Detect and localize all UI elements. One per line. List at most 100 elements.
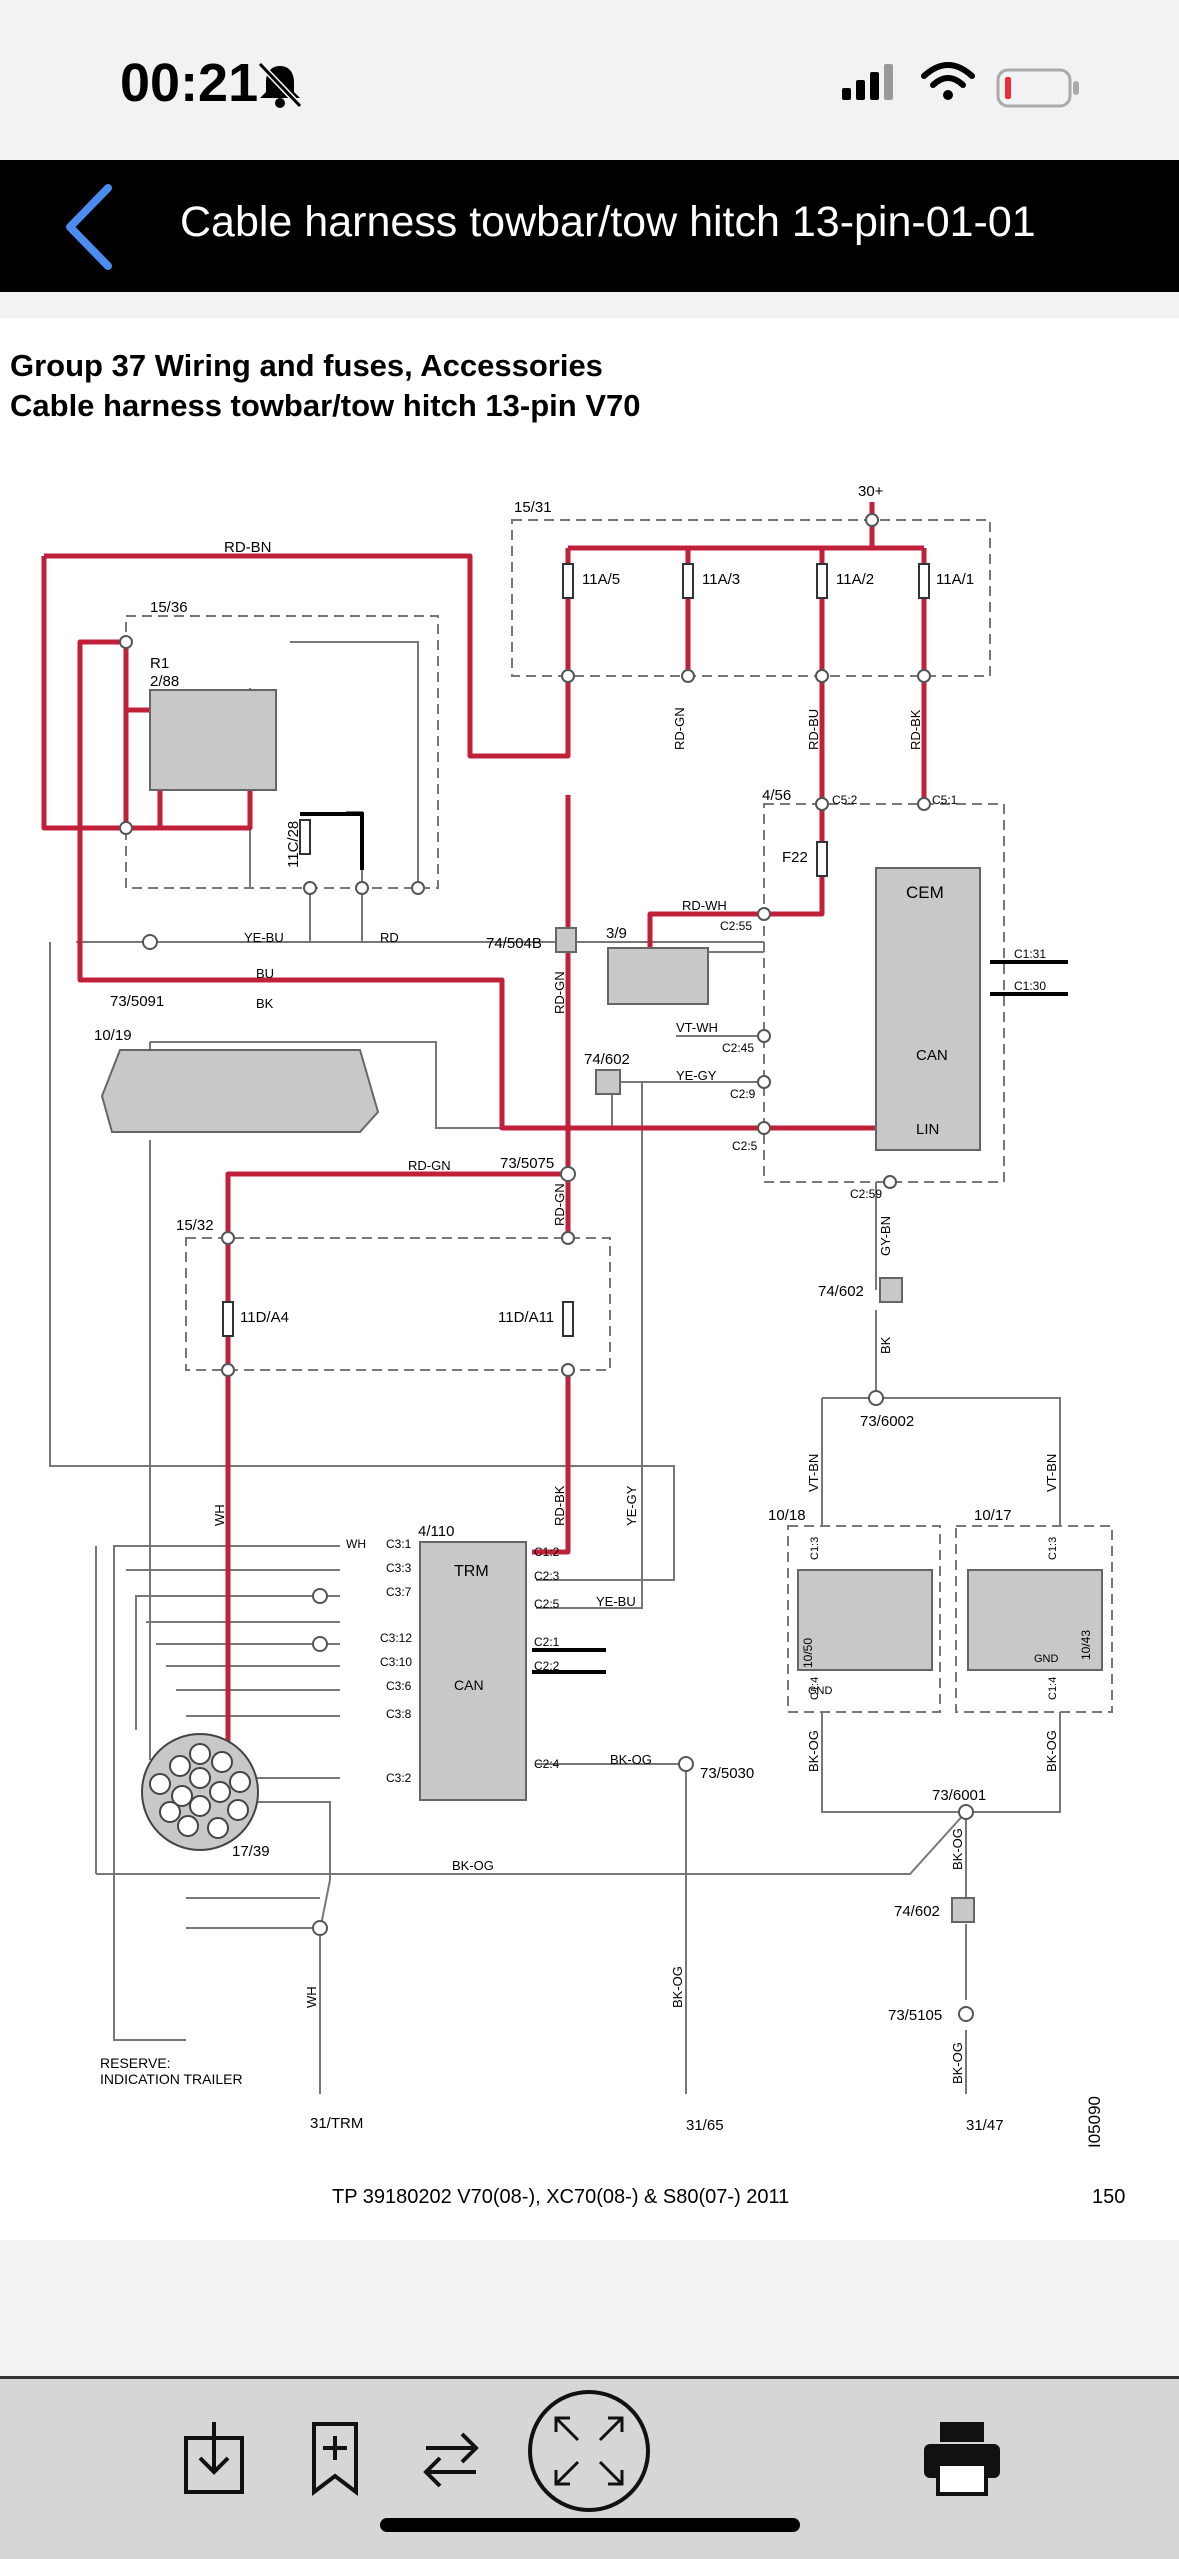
splice-label: 73/5105 [888,2007,942,2024]
wire-label: WH [346,1537,366,1551]
wire-label: BK-OG [950,2042,965,2084]
wire-label: RD-WH [682,898,727,913]
wire-label: YE-GY [676,1068,717,1083]
ground-label: 31/47 [966,2117,1004,2134]
wire-label: GY-BN [878,1216,893,1256]
fuse-label: 11D/A11 [498,1309,554,1326]
component-label: 74/602 [584,1051,630,1068]
module-label: TRM [454,1563,489,1580]
pin-label: C2:4 [534,1757,560,1771]
component-label: 10/50 [801,1638,815,1668]
pin-label: C5:1 [932,793,958,807]
swap-icon[interactable] [420,2428,482,2490]
pin-label: C3:2 [386,1771,412,1785]
component-label: 10/18 [768,1507,806,1524]
component-label: 17/39 [232,1843,270,1860]
wire-label: VT-BN [806,1454,821,1492]
wifi-icon [921,62,975,100]
pin-label: C3:1 [386,1537,412,1551]
pin-label: C2:55 [720,919,752,933]
figure-id: I05090 [1085,2096,1104,2148]
splice-label: 73/6001 [932,1787,986,1804]
wire-label: RD [380,930,399,945]
pin-label: C2:5 [732,1139,758,1153]
module-label: CAN [916,1047,948,1064]
component-label: 10/43 [1079,1630,1093,1660]
fuse-label: 11A/2 [836,571,874,588]
pin-label: C5:2 [832,793,858,807]
splice-label: 73/5030 [700,1765,754,1782]
pin-label: C2:2 [534,1659,560,1673]
component-label: 15/32 [176,1217,214,1234]
pin-label: C2:5 [534,1597,560,1611]
wire-label: RD-BK [908,709,923,750]
pin-label: C1:3 [1047,1537,1059,1560]
component-label: 74/504B [486,935,542,952]
ground-label: 31/65 [686,2117,724,2134]
wire-label: BK-OG [950,1828,965,1870]
wire-label: VT-BN [1044,1454,1059,1492]
component-label: 74/602 [894,1903,940,1920]
component-label: 4/110 [418,1523,454,1540]
wire-label: VT-WH [676,1020,718,1035]
supply-label: 30+ [858,483,884,500]
download-icon[interactable] [182,2418,248,2496]
fuse-label: F22 [782,849,808,866]
wire-label: BK [878,1336,893,1354]
wire-label: BK [256,996,274,1011]
wire-label: BK-OG [610,1752,652,1767]
component-label: 3/9 [606,925,627,942]
page-title: Cable harness towbar/tow hitch 13-pin-01… [180,198,1036,246]
component-label: 10/19 [94,1027,132,1044]
home-indicator[interactable] [380,2518,800,2532]
document-footer: TP 39180202 V70(08-), XC70(08-) & S80(07… [332,2186,790,2208]
navigation-bar [0,160,1179,292]
pin-label: C3:7 [386,1585,412,1599]
pin-label: C2:3 [534,1569,560,1583]
wire-label: RD-GN [552,1183,567,1226]
note-label: INDICATION TRAILER [100,2071,243,2087]
document-heading: Group 37 Wiring and fuses, Accessories C… [10,346,640,426]
print-icon[interactable] [922,2420,1002,2496]
pin-label: C1:3 [809,1537,821,1560]
fuse-label: 11A/5 [582,571,620,588]
pin-label: C3:6 [386,1679,412,1693]
signal-icon [842,64,893,100]
pin-label: C2:45 [722,1041,754,1055]
bell-muted-icon [257,61,303,109]
splice-label: 73/5091 [110,993,164,1010]
pin-label: C3:3 [386,1561,412,1575]
bookmark-icon[interactable] [310,2420,360,2496]
heading-line-2: Cable harness towbar/tow hitch 13-pin V7… [10,388,641,423]
splice-label: 73/5075 [500,1155,554,1172]
component-label: R1 [150,655,169,672]
component-label: GND [808,1685,833,1697]
pin-label: C1:2 [534,1545,560,1559]
fuse-label: 11A/1 [936,571,974,588]
fullscreen-icon[interactable] [526,2388,652,2514]
pin-label: C3:10 [380,1655,412,1669]
wire-label: RD-GN [408,1158,451,1173]
wire-label: WH [212,1504,227,1526]
ground-label: 31/TRM [310,2115,363,2132]
component-label: 10/17 [974,1507,1012,1524]
back-chevron-icon[interactable] [60,182,120,272]
component-label: 4/56 [762,787,791,804]
fuse-label: 11A/3 [702,571,740,588]
component-label: 2/88 [150,673,179,690]
wire-label: BU [256,966,274,981]
component-label: 15/36 [150,599,188,616]
pin-label: C3:8 [386,1707,412,1721]
component-label: 11C/28 [285,821,302,868]
pin-label: C1:4 [809,1677,821,1700]
note-label: RESERVE: [100,2055,171,2071]
component-label: 74/602 [818,1283,864,1300]
wire-label: RD-GN [552,971,567,1014]
wire-label: BK-OG [452,1858,494,1873]
wire-label: BK-OG [670,1966,685,2008]
page-number: 150 [1092,2186,1126,2208]
pin-label: C2:9 [730,1087,756,1101]
component-label: GND [1034,1653,1059,1665]
wiring-diagram: RD-BN 15/36 R1 2/88 15/31 30+ 11A/5 11A/… [41,483,1113,2148]
status-time: 00:21 [120,53,259,113]
